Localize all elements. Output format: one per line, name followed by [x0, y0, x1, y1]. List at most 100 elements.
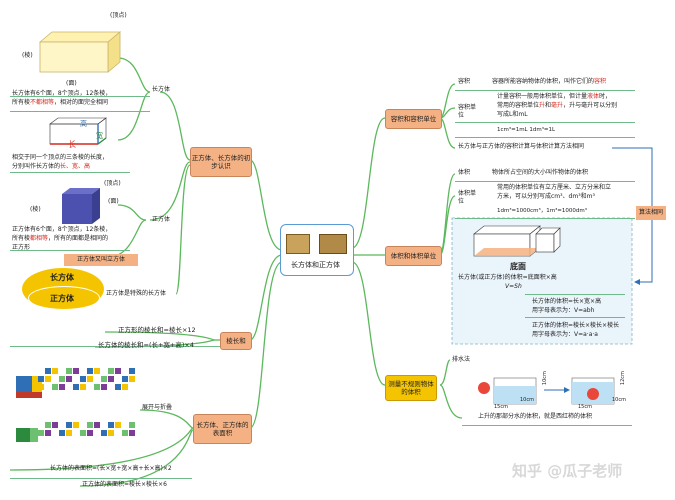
net-cell: [73, 422, 79, 428]
center-node[interactable]: 长方体和正方体: [280, 224, 354, 276]
net-cell: [52, 368, 58, 374]
cube-desc-2: 所有棱都相等，所有的面都是相同的: [12, 235, 109, 242]
cube-label: 正方体: [152, 216, 171, 223]
net-cell: [73, 384, 79, 390]
center-title: 长方体和正方体: [291, 261, 340, 269]
branch-surface-area[interactable]: 长方体、正方体的表面积: [193, 414, 252, 444]
net-cell: [101, 376, 107, 382]
capacity-unit-text-1: 计量容积一般用体积单位，但计量液体时，: [497, 93, 612, 100]
net-cell: [80, 384, 86, 390]
net-cell: [38, 430, 44, 436]
cube-illustration: [62, 188, 100, 224]
watermark: 知乎 @瓜子老师: [512, 462, 623, 480]
volume-unit-label: 体积单位: [458, 190, 477, 205]
branch-title: 体积和体积单位: [390, 251, 437, 260]
cuboid-desc-1: 长方体有6个面，8个顶点，12条棱，: [12, 90, 112, 97]
net-cell: [108, 430, 114, 436]
volume-label: 体积: [458, 169, 471, 176]
capacity-label: 容积: [458, 78, 471, 85]
branch-cuboid-cube-intro[interactable]: 正方体、长方体的初步认识: [190, 147, 252, 177]
net-cell: [129, 368, 135, 374]
dim-label-3: 10cm: [520, 397, 534, 403]
volume-formula-1: 长方体(或正方体)的体积=底面积×高: [458, 274, 557, 281]
branch-edge-sum[interactable]: 棱长和: [220, 332, 252, 350]
net-cell: [52, 384, 58, 390]
box-illustration-icon: [319, 234, 347, 254]
branch-title: 棱长和: [226, 336, 246, 345]
net-cell: [87, 430, 93, 436]
dim-label-4: 12cm: [619, 371, 626, 386]
net-cell: [59, 430, 65, 436]
volume-formula-2b: 用字母表示为：V=abh: [532, 307, 595, 314]
net-cell: [66, 368, 72, 374]
volume-formula-3b: 用字母表示为：V=a·a·a: [532, 331, 598, 338]
net-cell: [101, 384, 107, 390]
edge-sum-line-2: 长方体的棱长和=(长+宽+高)×4: [98, 341, 194, 349]
special-inner-label: 正方体: [50, 294, 74, 303]
displacement-method: 排水法: [452, 356, 471, 363]
net-cell: [52, 422, 58, 428]
branch-title: 长方体、正方体的表面积: [196, 420, 249, 437]
net-cell: [129, 430, 135, 436]
cuboid-face-label: (面): [66, 80, 77, 87]
branch-capacity[interactable]: 容积和容积单位: [385, 109, 442, 129]
net-cell: [45, 376, 51, 382]
cube-face-label: (面): [108, 198, 119, 205]
volume-formula-1b: V=Sh: [505, 283, 522, 290]
net-cell: [66, 376, 72, 382]
cube-vertex-label: (顶点): [104, 180, 121, 187]
branch-title: 测量不规则物体的体积: [388, 379, 434, 396]
special-text: 正方体是特殊的长方体: [106, 290, 167, 297]
net-cell: [108, 376, 114, 382]
capacity-definition: 容器所能容纳物体的体积，叫作它们的容积: [492, 78, 607, 85]
net-cell: [66, 422, 72, 428]
dim-label-1: 10cm: [541, 371, 548, 386]
net-cell: [108, 422, 114, 428]
net-cell: [38, 384, 44, 390]
dim-long-label: 长: [68, 140, 76, 149]
cuboid-desc-2: 所有棱不都相等，相对的面完全相同: [12, 99, 109, 106]
unfold-label: 展开与折叠: [142, 404, 173, 411]
base-face-label: 底面: [510, 262, 526, 271]
inner-ellipse: [28, 286, 100, 310]
cube-edge-label: (棱): [30, 206, 41, 213]
volume-formula-3: 正方体的体积=棱长×棱长×棱长: [532, 322, 620, 329]
net-cell: [129, 422, 135, 428]
net-cell: [122, 430, 128, 436]
surface-area-line-1: 长方体的表面积=(长×宽+宽×高+长×高)×2: [50, 465, 172, 472]
branch-title: 正方体、长方体的初步认识: [191, 153, 251, 170]
net-cell: [101, 430, 107, 436]
dim-width-label: 宽: [96, 132, 103, 140]
net-cell: [122, 376, 128, 382]
volume-definition: 物体所占空间的大小叫作物体的体积: [492, 169, 589, 176]
special-outer-label: 长方体: [50, 273, 74, 282]
cuboid-wireframe: [49, 117, 107, 145]
net-cell: [94, 368, 100, 374]
unfold-net-grid: [38, 368, 138, 462]
branch-volume[interactable]: 体积和体积单位: [385, 246, 442, 266]
net-cell: [66, 430, 72, 436]
cube-desc-1: 正方体有6个面，8个顶点，12条棱，: [12, 226, 112, 233]
net-cell: [94, 422, 100, 428]
net-cell: [73, 368, 79, 374]
net-cell: [45, 368, 51, 374]
capacity-unit-label: 容积单位: [458, 104, 477, 119]
volume-formula-2: 长方体的体积=长×宽×高: [532, 298, 602, 305]
volume-unit-text-1: 常用的体积单位有立方厘米、立方分米和立: [497, 184, 612, 191]
net-cell: [87, 376, 93, 382]
capacity-unit-text-2: 常用的容积单位升和毫升，升与毫升可以分别: [497, 102, 618, 109]
box-illustration-icon: [286, 234, 310, 254]
surface-area-line-2: 正方体的表面积=棱长×棱长×6: [82, 481, 167, 488]
branch-title: 容积和容积单位: [390, 114, 437, 123]
volume-conversions: 1dm³=1000cm³，1m³=1000dm³: [497, 208, 587, 214]
displacement-result: 上升的那部分水的体积，就是西红柿的体积: [478, 413, 593, 420]
cuboid-vertex-label: (顶点): [110, 12, 127, 19]
net-cell: [80, 376, 86, 382]
branch-irregular-volume[interactable]: 测量不规则物体的体积: [385, 375, 437, 401]
dim-label-2: 15cm: [494, 404, 508, 410]
dim-label-6: 10cm: [612, 397, 626, 403]
cube-net-illustration: [12, 370, 137, 462]
edge-sum-line-1: 正方形的棱长和=棱长×12: [118, 326, 196, 334]
cube-desc-3: 正方形: [12, 244, 31, 251]
